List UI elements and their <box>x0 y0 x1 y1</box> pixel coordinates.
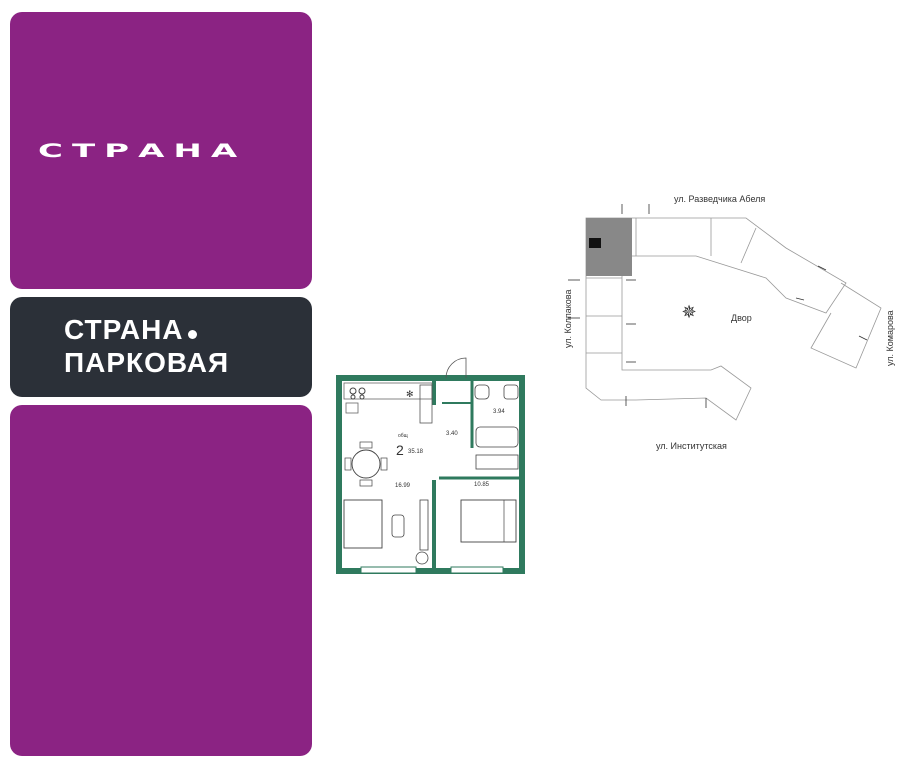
courtyard-label: Двор <box>731 313 752 323</box>
street-right: ул. Комарова <box>885 310 895 366</box>
entrance-marker <box>589 238 601 248</box>
window-kitchen <box>360 566 417 574</box>
bedroom-area: 10.85 <box>474 482 490 488</box>
apartment-floor-plan: ✻ общ 2 35.18 16.99 3.94 3.40 10.85 <box>336 357 525 574</box>
outer-walls <box>336 375 525 574</box>
project-name-line2: ПАРКОВАЯ <box>64 347 230 378</box>
project-name: СТРАНА ПАРКОВАЯ <box>64 313 229 379</box>
street-bottom: ул. Институтская <box>656 441 727 451</box>
plant-icon <box>415 551 429 565</box>
entry-arrows <box>568 204 868 408</box>
total-area: 35.18 <box>408 449 424 455</box>
brand-panel-top: СТРАНА <box>10 12 312 289</box>
street-top: ул. Разведчика Абеля <box>674 194 765 204</box>
rooms-count: 2 <box>396 442 404 458</box>
tv-stand <box>419 499 429 551</box>
project-name-line1: СТРАНА <box>64 314 184 345</box>
snow-icon: ✻ <box>406 389 414 399</box>
sofa <box>343 499 383 549</box>
building-outline <box>585 217 882 421</box>
site-plan: ✵ Двор ул. Разведчика Абеля ул. Институт… <box>563 194 895 451</box>
kitchen-living-area: 16.99 <box>395 483 411 489</box>
dining-table <box>351 449 381 479</box>
kitchen-counter <box>343 382 433 400</box>
entry-door <box>445 357 467 379</box>
radiator <box>419 384 433 424</box>
wardrobe <box>475 454 519 470</box>
total-label: общ <box>398 433 408 439</box>
project-name-panel: СТРАНА ПАРКОВАЯ <box>10 297 312 397</box>
bed <box>460 499 517 543</box>
bathtub <box>475 426 519 448</box>
window-bedroom <box>450 566 504 574</box>
street-left: ул. Колпакова <box>563 290 573 348</box>
compass-rose-icon: ✵ <box>681 302 696 322</box>
brand-panel-bottom <box>10 405 312 756</box>
sink <box>503 384 519 400</box>
hall-area: 3.40 <box>446 431 458 437</box>
dot-icon <box>187 330 197 339</box>
bathroom-area: 3.94 <box>493 409 505 415</box>
strana-logo: СТРАНА <box>38 140 247 162</box>
toilet <box>474 384 490 400</box>
